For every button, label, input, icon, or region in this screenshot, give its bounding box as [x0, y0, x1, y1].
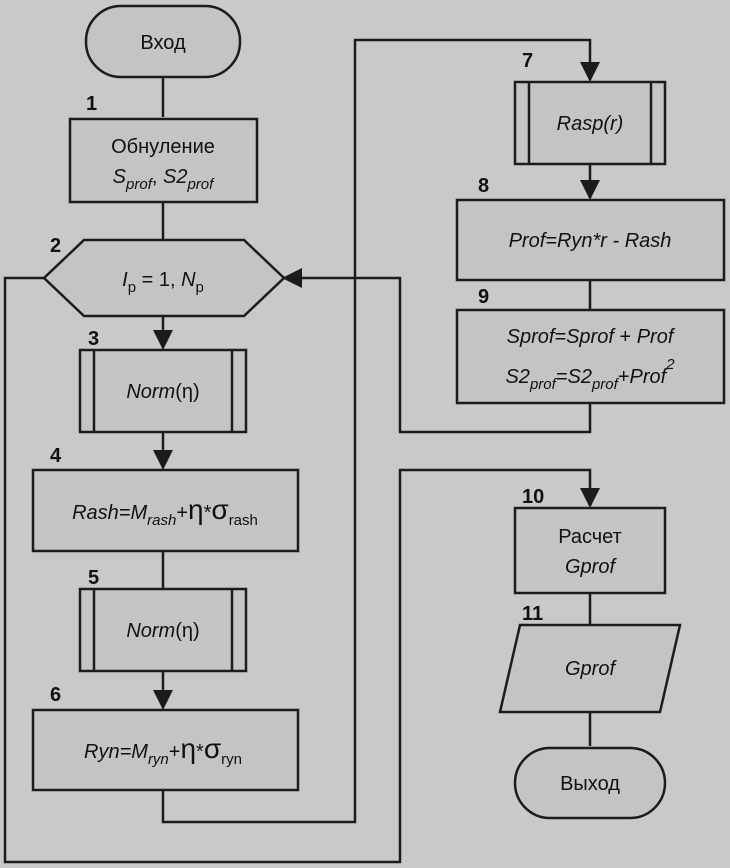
- connectors: [3, 38, 600, 864]
- block-4-formula: Rash=Mrash+η*σrash: [72, 494, 258, 529]
- block-2-label: Ip = 1, Np: [122, 269, 204, 296]
- block-3-label: Norm(η): [126, 381, 199, 403]
- block-7-number: 7: [522, 50, 533, 72]
- start-terminator: Вход: [84, 4, 242, 79]
- block-10-line2: Gprof: [565, 556, 617, 578]
- block-6-formula: Ryn=Mryn+η*σryn: [84, 733, 242, 768]
- connector-2-10: [3, 276, 600, 864]
- block-10-line1: Расчет: [558, 526, 622, 548]
- block-8-number: 8: [478, 175, 489, 197]
- block-7-subroutine: 7 Rasp(r): [513, 50, 667, 166]
- block-9-line1: Sprof=Sprof + Prof: [507, 326, 676, 348]
- block-10-process: 10 Расчет Gprof: [513, 486, 667, 595]
- block-4-process: 4 Rash=Mrash+η*σrash: [31, 445, 300, 553]
- connector-loop-back: [282, 268, 592, 434]
- end-label: Выход: [560, 773, 620, 795]
- block-6-process: 6 Ryn=Mryn+η*σryn: [31, 684, 300, 792]
- block-10-number: 10: [522, 486, 544, 508]
- block-1-process: 1 Обнуление Sprof, S2prof: [68, 93, 259, 204]
- block-3-number: 3: [88, 328, 99, 350]
- block-2-number: 2: [50, 235, 61, 257]
- block-6-number: 6: [50, 684, 61, 706]
- block-3-subroutine: 3 Norm(η): [78, 328, 248, 434]
- block-2-loop: 2 Ip = 1, Np: [42, 235, 286, 318]
- block-1-line2: Sprof, S2prof: [113, 166, 215, 193]
- block-9-line2: S2prof=S2prof+Prof2: [505, 356, 675, 393]
- block-9-number: 9: [478, 286, 489, 308]
- block-4-number: 4: [50, 445, 62, 467]
- end-terminator: Выход: [513, 746, 667, 820]
- block-5-label: Norm(η): [126, 620, 199, 642]
- block-5-subroutine: 5 Norm(η): [78, 567, 248, 673]
- start-label: Вход: [140, 32, 186, 54]
- block-9-process: 9 Sprof=Sprof + Prof S2prof=S2prof+Prof2: [455, 286, 726, 405]
- block-11-output: 11 Gprof: [498, 603, 682, 714]
- block-5-number: 5: [88, 567, 99, 589]
- block-1-number: 1: [86, 93, 97, 115]
- block-7-label: Rasp(r): [557, 113, 624, 135]
- connector-6-7: [161, 38, 600, 824]
- block-8-process: 8 Prof=Ryn*r - Rash: [455, 175, 726, 282]
- block-11-number: 11: [522, 603, 543, 625]
- block-11-label: Gprof: [565, 658, 617, 680]
- block-1-line1: Обнуление: [111, 136, 215, 158]
- block-8-formula: Prof=Ryn*r - Rash: [509, 230, 672, 252]
